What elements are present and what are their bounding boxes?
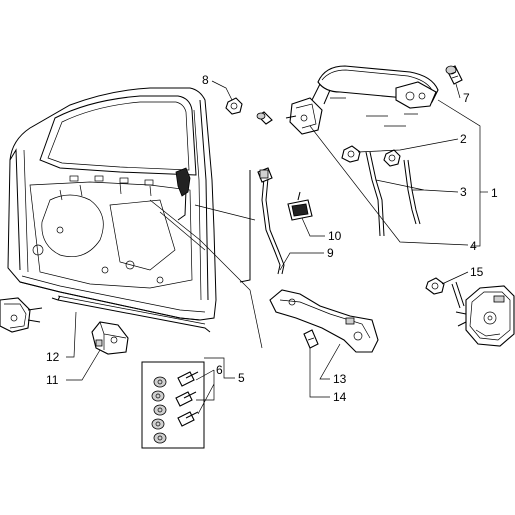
callout-3: 3 bbox=[460, 185, 467, 199]
handle-guide-lines bbox=[330, 97, 418, 127]
callout-13: 13 bbox=[333, 372, 347, 386]
door-shell bbox=[7, 87, 217, 321]
callout-10: 10 bbox=[328, 229, 342, 243]
key-cylinders bbox=[151, 376, 167, 444]
callout-12: 12 bbox=[46, 350, 60, 364]
callout-7: 7 bbox=[463, 91, 470, 105]
check-arm-part-13 bbox=[269, 289, 379, 353]
callout-11: 11 bbox=[46, 373, 59, 387]
keys-part-6 bbox=[175, 371, 199, 427]
screw-part-7 bbox=[445, 65, 463, 85]
callout-2: 2 bbox=[460, 132, 467, 146]
callout-6: 6 bbox=[216, 363, 223, 377]
rod-part-9 bbox=[257, 167, 285, 275]
lock-link-lines bbox=[451, 281, 465, 309]
callout-4: 4 bbox=[470, 239, 477, 253]
nut-part-8 bbox=[225, 97, 243, 115]
handle-bracket bbox=[285, 97, 323, 135]
rods-part-3 bbox=[365, 151, 421, 237]
callout-1: 1 bbox=[491, 186, 498, 200]
bolt-part-14 bbox=[303, 329, 319, 349]
callout-15: 15 bbox=[470, 265, 484, 279]
connector-part-10 bbox=[287, 191, 313, 221]
nut-part-15 bbox=[425, 277, 445, 295]
lock-mechanism bbox=[455, 285, 515, 347]
door-cable-routing bbox=[149, 167, 263, 349]
callout-9: 9 bbox=[327, 246, 334, 260]
leader-lines bbox=[66, 80, 488, 415]
callout-5: 5 bbox=[238, 371, 245, 385]
callout-14: 14 bbox=[333, 390, 347, 404]
door-handle-part-1 bbox=[311, 65, 439, 109]
bracket-line-9-10 bbox=[239, 170, 251, 283]
callout-8: 8 bbox=[202, 73, 209, 87]
striker-part-11 bbox=[91, 321, 129, 355]
rod-part-12 bbox=[51, 295, 211, 333]
screw-small-top bbox=[256, 111, 273, 125]
key-kit-part-5 bbox=[141, 361, 205, 449]
lock-fragment-left bbox=[0, 297, 43, 333]
